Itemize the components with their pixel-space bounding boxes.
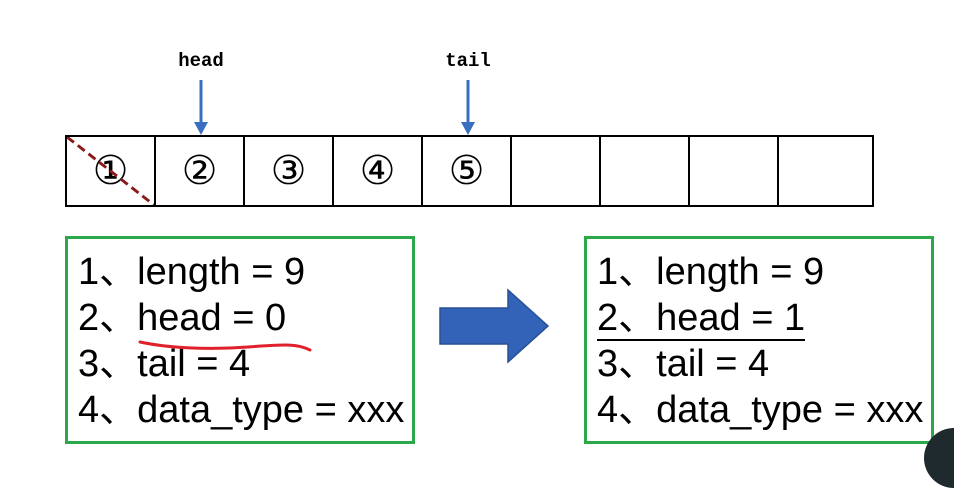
tail-pointer-label: tail — [445, 50, 491, 72]
line-text: length = 9 — [137, 251, 306, 293]
before-line-data-type: 4、data_type = xxx — [78, 387, 412, 433]
queue-array: ① ② ③ ④ ⑤ — [65, 135, 874, 207]
queue-cell-4: ④ — [334, 137, 423, 205]
after-line-head: 2、head = 1 — [597, 295, 931, 341]
queue-cell-2: ② — [156, 137, 245, 205]
queue-cell-7 — [601, 137, 690, 205]
queue-cell-5: ⑤ — [423, 137, 512, 205]
queue-cell-8 — [690, 137, 779, 205]
line-text: tail = 4 — [137, 343, 251, 385]
line-text: length = 9 — [656, 251, 825, 293]
highlight-underline — [138, 340, 312, 352]
changed-line-underline: 2、head = 1 — [597, 297, 806, 341]
head-pointer-arrow — [194, 80, 208, 135]
line-number: 1、 — [597, 251, 657, 293]
line-number: 4、 — [597, 389, 657, 431]
before-line-length: 1、length = 9 — [78, 249, 412, 295]
cell-value: ① — [92, 148, 129, 194]
line-number: 1、 — [78, 251, 138, 293]
cell-value: ⑤ — [448, 148, 485, 194]
line-text: head = 1 — [656, 297, 806, 339]
queue-cell-9 — [779, 137, 868, 205]
head-pointer-label: head — [178, 50, 224, 72]
transition-arrow-icon — [439, 288, 550, 364]
before-line-tail: 3、tail = 4 — [78, 341, 412, 387]
before-line-head: 2、head = 0 — [78, 295, 412, 341]
queue-cell-1: ① — [67, 137, 156, 205]
cell-value: ④ — [359, 148, 396, 194]
line-number: 2、 — [78, 297, 138, 339]
line-number: 4、 — [78, 389, 138, 431]
line-number: 3、 — [78, 343, 138, 385]
after-line-data-type: 4、data_type = xxx — [597, 387, 931, 433]
line-text: data_type = xxx — [137, 389, 405, 431]
queue-cell-3: ③ — [245, 137, 334, 205]
before-state-box: 1、length = 9 2、head = 0 3、tail = 4 4、dat… — [65, 236, 415, 444]
line-text: tail = 4 — [656, 343, 770, 385]
line-number: 2、 — [597, 297, 657, 339]
line-number: 3、 — [597, 343, 657, 385]
line-text: head = 0 — [137, 297, 287, 339]
after-line-length: 1、length = 9 — [597, 249, 931, 295]
after-line-tail: 3、tail = 4 — [597, 341, 931, 387]
cell-value: ③ — [270, 148, 307, 194]
queue-cell-6 — [512, 137, 601, 205]
line-text: data_type = xxx — [656, 389, 924, 431]
cell-value: ② — [181, 148, 218, 194]
tail-pointer-arrow — [461, 80, 475, 135]
after-state-box: 1、length = 9 2、head = 1 3、tail = 4 4、dat… — [584, 236, 934, 444]
